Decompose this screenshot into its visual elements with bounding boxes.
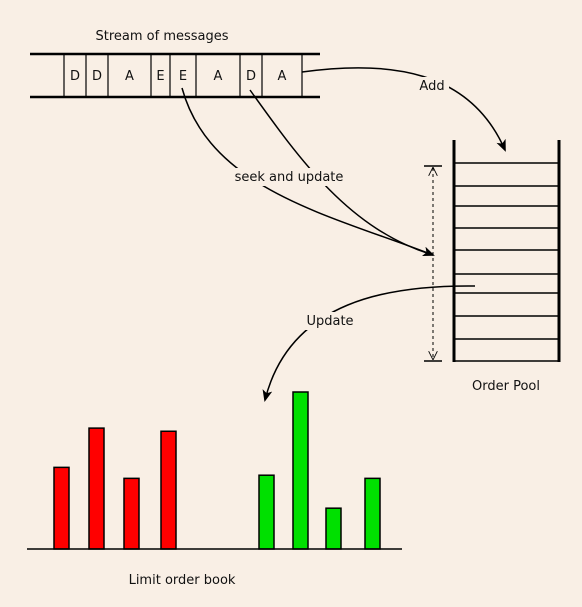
add-label: Add xyxy=(419,79,444,94)
bid-bar xyxy=(123,477,140,550)
stream-message: A xyxy=(214,69,223,84)
stream-message: D xyxy=(70,69,80,84)
ask-bar xyxy=(364,477,381,550)
add-label-bg xyxy=(415,77,449,95)
stream-message: A xyxy=(125,69,134,84)
seek-label: seek and update xyxy=(235,170,344,185)
ask-bar xyxy=(325,507,342,550)
order-book-label: Limit order book xyxy=(129,573,236,588)
bid-bar xyxy=(160,430,177,550)
bid-bar xyxy=(88,427,105,550)
ask-bar xyxy=(292,391,309,550)
seek-arrow-1 xyxy=(181,87,435,257)
seek-arrow-2 xyxy=(249,89,434,256)
pool-rows xyxy=(454,162,559,362)
stream-message: D xyxy=(92,69,102,84)
stream-message: E xyxy=(156,69,164,84)
update-arrow xyxy=(262,285,476,402)
order-book-bars xyxy=(53,391,381,550)
stream-message: D xyxy=(246,69,256,84)
add-arrow xyxy=(301,67,506,152)
update-label-bg xyxy=(302,312,358,330)
stream-message: A xyxy=(278,69,287,84)
seek-label-bg xyxy=(228,168,350,186)
order-pool-label: Order Pool xyxy=(472,379,540,394)
ask-bar xyxy=(258,474,275,550)
stream-title: Stream of messages xyxy=(95,29,228,44)
bid-bar xyxy=(53,466,70,550)
stream-message: E xyxy=(179,69,187,84)
update-label: Update xyxy=(306,314,353,329)
